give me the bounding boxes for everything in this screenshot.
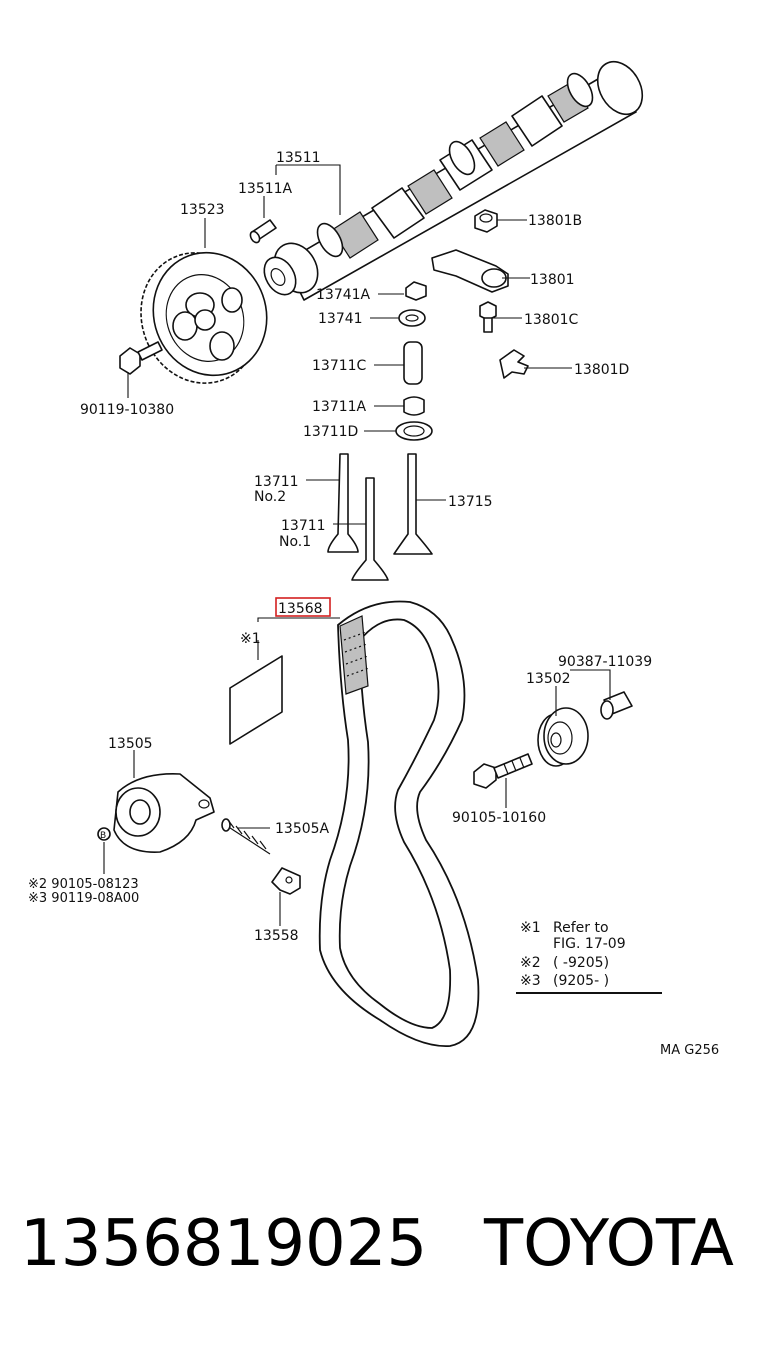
- note-4-mark: ※3: [520, 973, 541, 989]
- label-13711A[interactable]: 13711A: [312, 399, 367, 415]
- label-no2: No.2: [254, 489, 286, 505]
- note-3-mark: ※2: [520, 955, 541, 971]
- knock-pin[interactable]: [249, 219, 277, 244]
- label-90387-11039[interactable]: 90387-11039: [558, 654, 652, 670]
- brand-name: TOYOTA: [484, 1207, 734, 1281]
- note-3-text: ( -9205): [553, 955, 609, 971]
- label-13505A[interactable]: 13505A: [275, 821, 330, 837]
- label-13711D[interactable]: 13711D: [303, 424, 358, 440]
- idler-pulley[interactable]: [537, 707, 589, 767]
- valve-lifter[interactable]: [405, 281, 427, 301]
- label-13801D[interactable]: 13801D: [574, 362, 629, 378]
- camshaft-timing-pulley[interactable]: [123, 236, 284, 400]
- timing-belt-tensioner[interactable]: [113, 773, 215, 853]
- label-no1: No.1: [279, 534, 311, 550]
- note-4-text: (9205- ): [553, 973, 609, 989]
- note-1-text: Refer to: [553, 920, 609, 936]
- label-13558[interactable]: 13558: [254, 928, 299, 944]
- exhaust-valve[interactable]: [393, 453, 433, 555]
- note-1-mark: ※1: [520, 920, 541, 936]
- tensioner-bolt-marker: [97, 827, 111, 841]
- valve-lifter-shim[interactable]: [398, 309, 426, 327]
- label-ref1: ※1: [240, 631, 261, 647]
- label-13511A[interactable]: 13511A: [238, 181, 293, 197]
- idler-bolt[interactable]: [473, 753, 533, 789]
- part-number: 1356819025: [20, 1207, 428, 1281]
- diagram-code: MA G256: [660, 1043, 719, 1058]
- label-13741A[interactable]: 13741A: [316, 287, 371, 303]
- highlight-box: [275, 597, 331, 617]
- label-13741[interactable]: 13741: [318, 311, 363, 327]
- valve-spring[interactable]: [403, 341, 423, 385]
- label-13523[interactable]: 13523: [180, 202, 225, 218]
- rocker-nut[interactable]: [474, 209, 498, 233]
- label-90119-08A00[interactable]: ※3 90119-08A00: [28, 891, 139, 906]
- label-13801B[interactable]: 13801B: [528, 213, 582, 229]
- label-13511[interactable]: 13511: [276, 150, 321, 166]
- camshaft[interactable]: [258, 54, 651, 301]
- valve-no2[interactable]: [327, 453, 359, 553]
- leader-lines: [103, 164, 611, 926]
- rocker-clip[interactable]: [499, 349, 529, 379]
- label-90105-10160[interactable]: 90105-10160: [452, 810, 546, 826]
- label-13502[interactable]: 13502: [526, 671, 571, 687]
- rocker-arm[interactable]: [431, 249, 509, 293]
- note-2-text: FIG. 17-09: [553, 936, 626, 952]
- label-13505[interactable]: 13505: [108, 736, 153, 752]
- label-90105-08123[interactable]: ※2 90105-08123: [28, 877, 139, 892]
- valve-spring-retainer[interactable]: [403, 396, 425, 416]
- tensioner-spring[interactable]: [221, 818, 271, 855]
- pulley-bolt[interactable]: [119, 341, 163, 375]
- timing-belt[interactable]: [318, 600, 480, 1047]
- notes-block: ※1 Refer to FIG. 17-09 ※2 ( -9205) ※3 (9…: [516, 920, 662, 994]
- label-90119-10380[interactable]: 90119-10380: [80, 402, 174, 418]
- valve-no1[interactable]: [351, 477, 389, 581]
- label-circle-b: B: [100, 831, 106, 841]
- label-13715[interactable]: 13715: [448, 494, 493, 510]
- label-13711-no2[interactable]: 13711: [254, 474, 299, 490]
- reference-sheet: [229, 655, 283, 745]
- parts-diagram: 13511 13511A 13523 90119-10380 13801B 13…: [28, 54, 719, 1058]
- idler-collar[interactable]: [600, 691, 633, 720]
- tensioner-bracket[interactable]: [271, 867, 301, 895]
- rocker-bolt[interactable]: [479, 301, 497, 333]
- callout-labels: 13511 13511A 13523 90119-10380 13801B 13…: [28, 150, 719, 1058]
- valve-spring-seat[interactable]: [395, 421, 433, 441]
- label-13801C[interactable]: 13801C: [524, 312, 579, 328]
- label-13711-no1[interactable]: 13711: [281, 518, 326, 534]
- label-13711C[interactable]: 13711C: [312, 358, 367, 374]
- label-13568[interactable]: 13568: [278, 601, 323, 617]
- label-13801[interactable]: 13801: [530, 272, 575, 288]
- footer: 1356819025 TOYOTA: [0, 1196, 776, 1296]
